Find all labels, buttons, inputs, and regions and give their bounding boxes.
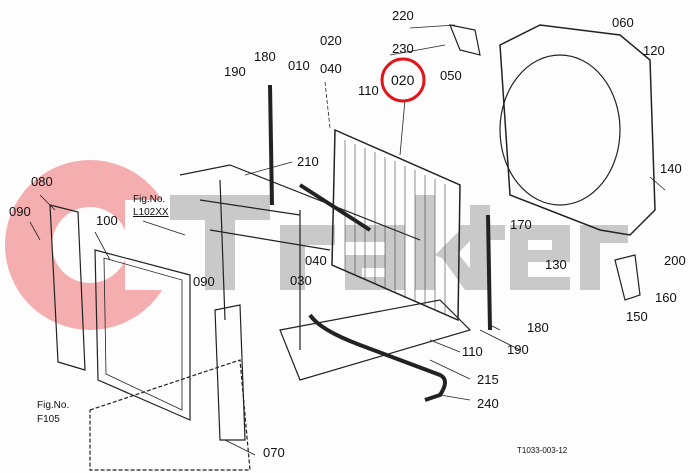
fig-ref-F105[interactable]: F105 xyxy=(37,414,60,425)
callout-200: 200 xyxy=(664,253,686,268)
fig-ref-label: Fig.No. xyxy=(133,194,166,205)
callout-040-top: 040 xyxy=(320,61,342,76)
callout-030: 030 xyxy=(290,273,312,288)
callout-020-top: 020 xyxy=(320,33,342,48)
callout-230: 230 xyxy=(392,41,414,56)
watermark-logo xyxy=(5,160,628,330)
callout-180-bottom: 180 xyxy=(527,320,549,335)
drawing-code: T1033-003-12 xyxy=(517,446,568,455)
callout-170: 170 xyxy=(510,217,532,232)
callout-140: 140 xyxy=(660,161,682,176)
callout-190-bottom: 190 xyxy=(507,342,529,357)
callout-100: 100 xyxy=(96,213,118,228)
callout-160: 160 xyxy=(655,290,677,305)
callout-070: 070 xyxy=(263,445,285,460)
callout-020-highlighted[interactable]: 020 xyxy=(391,72,415,88)
callout-120: 120 xyxy=(643,43,665,58)
callout-010: 010 xyxy=(288,58,310,73)
callout-050: 050 xyxy=(440,68,462,83)
callout-060: 060 xyxy=(612,15,634,30)
callout-210: 210 xyxy=(297,154,319,169)
callout-110-bottom: 110 xyxy=(462,344,483,359)
callout-180-top: 180 xyxy=(254,49,276,64)
callout-080: 080 xyxy=(31,174,53,189)
callout-090-center: 090 xyxy=(193,274,215,289)
callout-090-left: 090 xyxy=(9,204,31,219)
callout-130: 130 xyxy=(545,257,567,272)
fig-ref-L102XX[interactable]: L102XX xyxy=(133,207,169,218)
fig-ref-label-2: Fig.No. xyxy=(37,400,70,411)
callout-220: 220 xyxy=(392,8,414,23)
highlight-circle xyxy=(380,57,426,103)
callout-040-bottom: 040 xyxy=(305,253,327,268)
callout-240: 240 xyxy=(477,396,499,411)
callout-215: 215 xyxy=(477,372,499,387)
callout-110-top: 110 xyxy=(358,83,379,98)
callout-190-top: 190 xyxy=(224,64,246,79)
callout-150: 150 xyxy=(626,309,648,324)
